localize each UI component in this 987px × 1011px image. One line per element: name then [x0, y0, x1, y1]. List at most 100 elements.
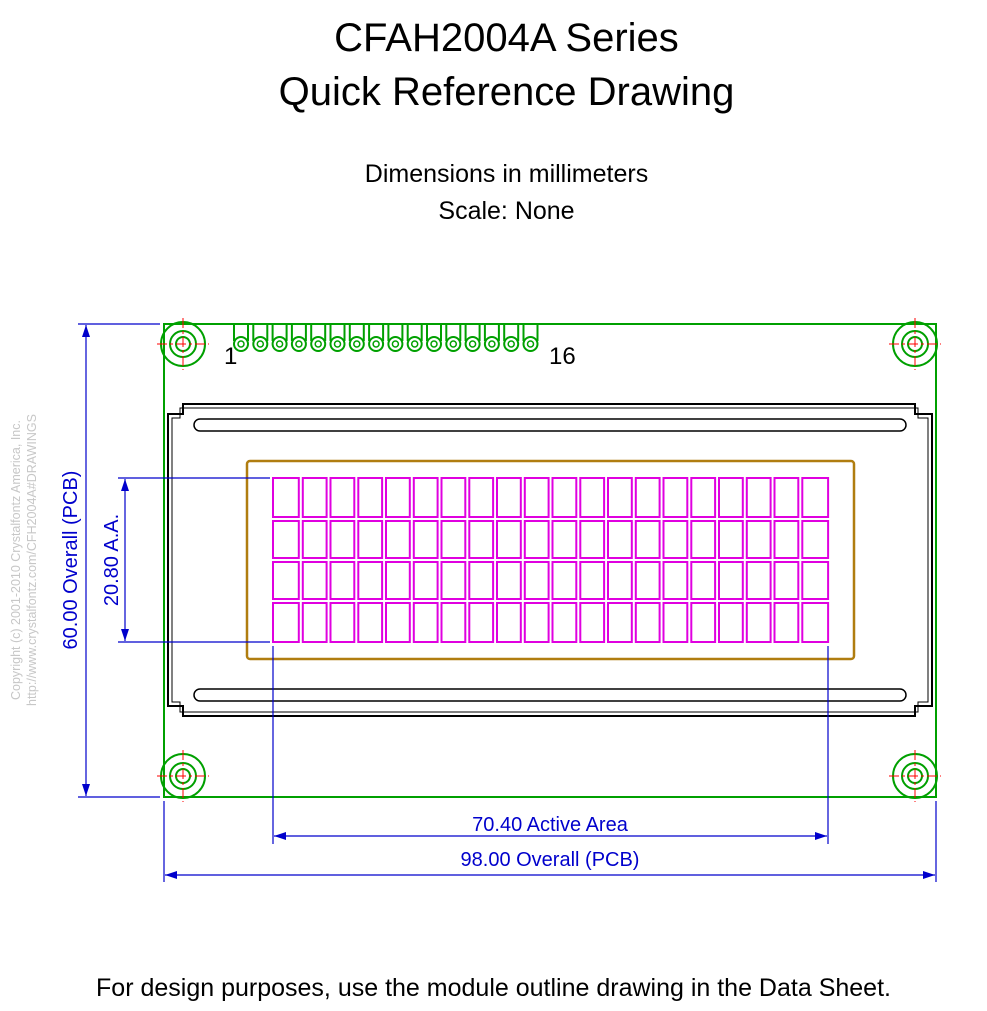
connector-pad	[483, 336, 500, 352]
active-area-width-label: 70.40 Active Area	[472, 814, 629, 836]
connector-pad	[348, 336, 365, 352]
character-cell	[412, 520, 439, 559]
connector-pin	[503, 324, 520, 341]
drawing-subtitle: Quick Reference Drawing	[278, 70, 735, 114]
pcb-outline	[163, 323, 937, 798]
character-cell	[579, 602, 606, 643]
character-cell	[329, 520, 356, 559]
character-cell	[718, 477, 744, 518]
character-cell	[634, 477, 661, 518]
character-cell	[357, 561, 384, 600]
character-cell	[272, 602, 300, 643]
character-cell	[385, 561, 411, 600]
connector-pad	[426, 336, 442, 352]
character-cell	[272, 477, 300, 518]
connector-pad	[368, 336, 385, 352]
copyright-line: Copyright (c) 2001-2010 Crystalfontz Ame…	[9, 420, 23, 700]
active-area-height-dimension	[118, 477, 270, 643]
character-cell	[607, 477, 633, 518]
mounting-hole-top-left	[157, 318, 209, 370]
character-cell	[440, 602, 467, 643]
connector-hole	[430, 340, 438, 348]
connector-hole	[488, 340, 496, 348]
character-cell	[412, 602, 439, 643]
character-cell	[718, 520, 744, 559]
character-cell	[690, 602, 717, 643]
connector-hole	[314, 340, 322, 348]
character-cell	[579, 561, 606, 600]
pin-1-label: 1	[224, 343, 237, 370]
connector-hole	[237, 340, 245, 348]
connector-pin	[233, 324, 249, 341]
connector-pad	[445, 336, 462, 352]
character-cell	[357, 520, 384, 559]
connector-hole	[468, 340, 477, 348]
connector-pin	[271, 324, 288, 341]
character-cell	[773, 602, 800, 643]
character-cell	[551, 520, 578, 559]
character-cell	[607, 520, 633, 559]
character-cell	[690, 477, 717, 518]
active-area-width-dimension	[272, 646, 829, 844]
character-cell	[412, 561, 439, 600]
character-cell	[357, 477, 384, 518]
connector-pin	[483, 324, 500, 341]
connector-pad	[329, 336, 346, 352]
connector-pad	[387, 336, 404, 352]
character-cell	[385, 520, 411, 559]
character-cell	[301, 520, 328, 559]
connector-pin	[406, 324, 423, 341]
overall-height-dimension	[78, 323, 160, 798]
connector-hole	[410, 340, 419, 348]
character-cell	[662, 520, 689, 559]
mounting-hole-top-right	[889, 318, 941, 370]
connector-pad	[290, 336, 307, 352]
character-cell	[607, 602, 633, 643]
connector-pin	[310, 324, 327, 341]
design-note: For design purposes, use the module outl…	[96, 974, 891, 1002]
character-cell	[801, 477, 830, 518]
pin-16-label: 16	[549, 343, 576, 370]
character-cell	[440, 477, 467, 518]
connector-pin	[290, 324, 307, 341]
character-cell	[301, 602, 328, 643]
connector-pad	[233, 336, 249, 352]
character-cell	[662, 561, 689, 600]
viewing-area	[245, 459, 856, 661]
character-cell	[272, 561, 300, 600]
connector-pad	[310, 336, 327, 352]
character-cell	[523, 477, 550, 518]
character-cell	[801, 520, 830, 559]
character-cell	[690, 561, 717, 600]
character-cell	[773, 561, 800, 600]
drawing-title: CFAH2004A Series	[334, 16, 679, 60]
character-cell	[745, 520, 772, 559]
character-cell	[579, 520, 606, 559]
character-cell	[634, 520, 661, 559]
overall-height-label: 60.00 Overall (PCB)	[60, 471, 82, 650]
character-cell	[551, 561, 578, 600]
character-cell	[496, 520, 522, 559]
connector-pin	[252, 324, 269, 341]
character-cell	[773, 477, 800, 518]
character-cell	[329, 602, 356, 643]
character-cell	[773, 520, 800, 559]
connector-hole	[507, 340, 515, 348]
character-cell	[329, 561, 356, 600]
lcd-bezel	[167, 403, 933, 717]
character-cell	[329, 477, 356, 518]
character-cell	[801, 602, 830, 643]
overall-width-label: 98.00 Overall (PCB)	[461, 849, 640, 871]
character-cell	[412, 477, 439, 518]
active-area-character-grid	[272, 477, 830, 643]
character-cell	[496, 561, 522, 600]
units-note: Dimensions in millimeters	[364, 160, 649, 188]
character-cell	[440, 520, 467, 559]
character-cell	[551, 602, 578, 643]
scale-note: Scale: None	[438, 197, 575, 225]
character-cell	[801, 561, 830, 600]
character-cell	[662, 602, 689, 643]
connector-hole	[333, 340, 342, 348]
character-cell	[745, 561, 772, 600]
